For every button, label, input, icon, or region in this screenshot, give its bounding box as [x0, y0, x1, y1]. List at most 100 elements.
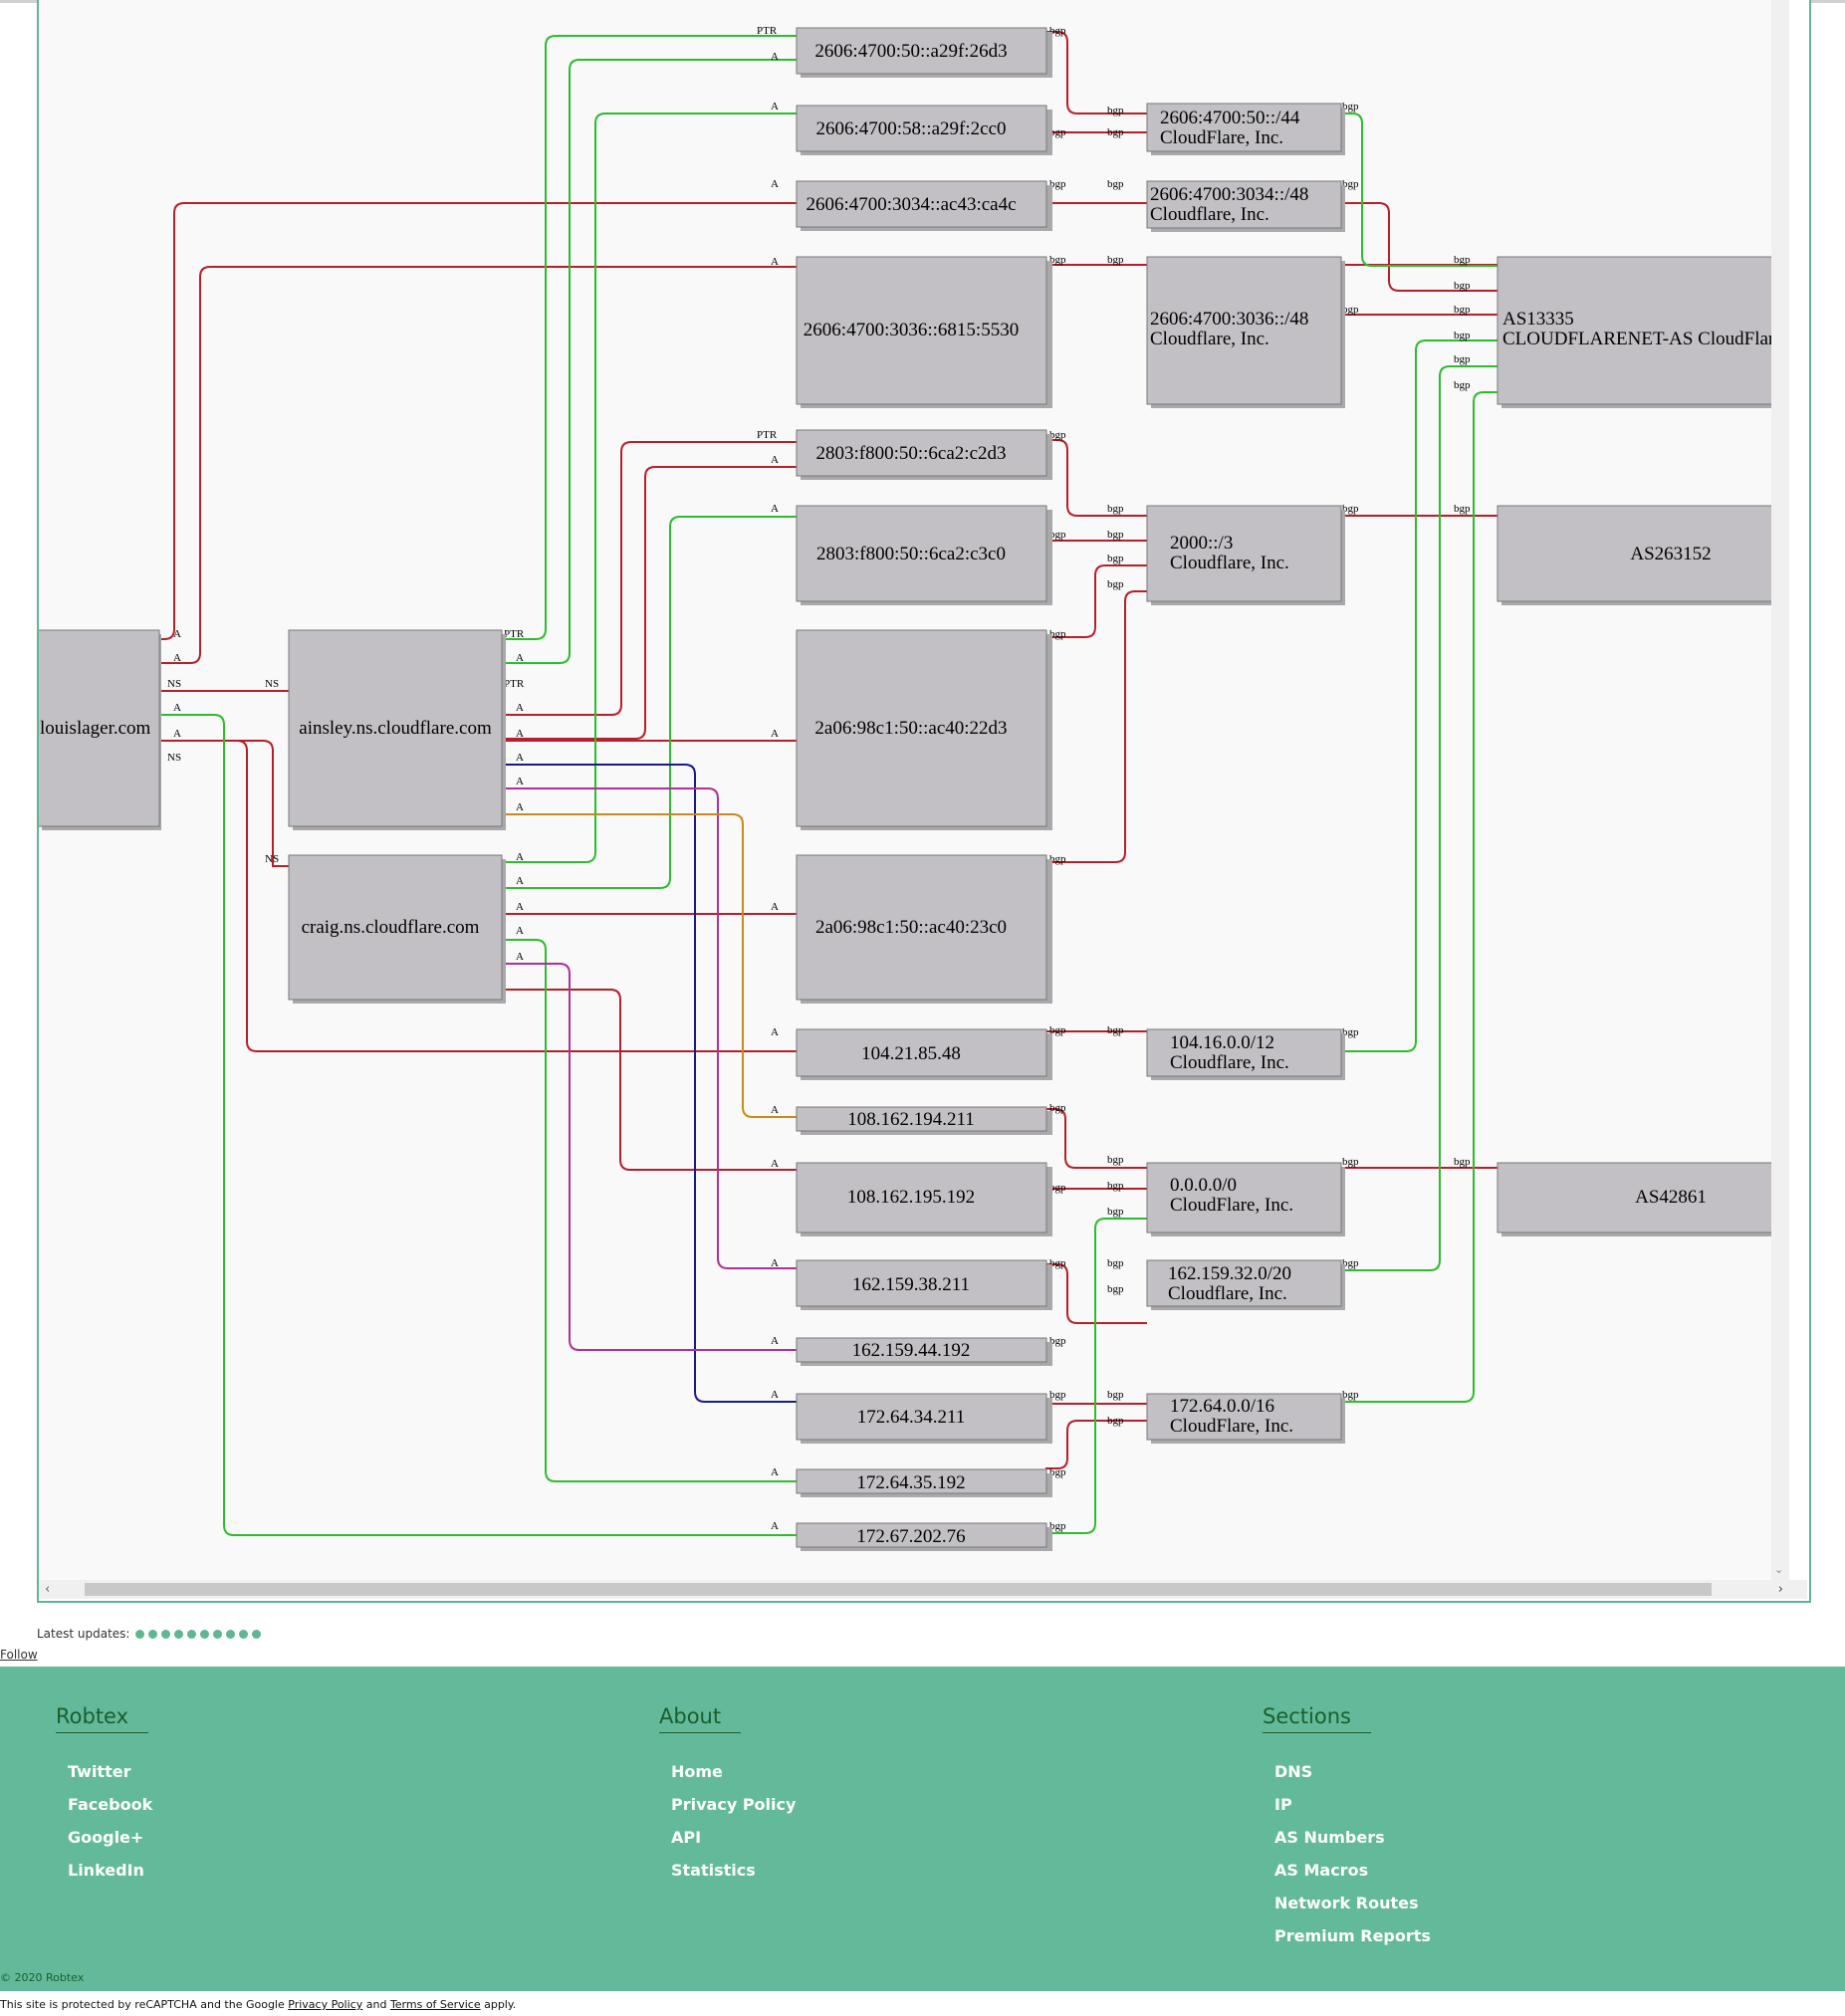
- edge: [1341, 112, 1498, 267]
- node-ip[interactable]: 2606:4700:3036::6815:5530: [796, 256, 1052, 408]
- node-ip[interactable]: 2a06:98c1:50::ac40:23c0: [796, 854, 1052, 1004]
- footer-link-twitter[interactable]: Twitter: [68, 1762, 131, 1781]
- edge-label-a: A: [516, 702, 524, 714]
- update-dot[interactable]: [200, 1629, 210, 1639]
- graph-frame: A A NS NS A A NS NS PTR A PTR A A A A A …: [37, 0, 1811, 1603]
- edge-label-a: A: [516, 901, 524, 913]
- edge-label-ns: NS: [265, 853, 279, 865]
- dns-graph: A A NS NS A A NS NS PTR A PTR A A A A A …: [39, 25, 1789, 1551]
- edge-label-bgp: bgp: [1342, 503, 1359, 515]
- edge-label-bgp: bgp: [1107, 578, 1124, 590]
- follow-link[interactable]: Follow: [0, 1648, 38, 1662]
- node-ip[interactable]: 162.159.44.192: [796, 1337, 1052, 1366]
- node-label: 2a06:98c1:50::ac40:23c0: [815, 917, 1007, 938]
- scroll-down-icon[interactable]: ⌄: [1774, 1563, 1784, 1576]
- update-dot[interactable]: [148, 1629, 158, 1639]
- edge-label-bgp: bgp: [1107, 1257, 1124, 1269]
- update-dot[interactable]: [135, 1629, 145, 1639]
- terms-link[interactable]: Terms of Service: [389, 1998, 481, 2011]
- node-ip[interactable]: 108.162.194.211: [796, 1106, 1052, 1135]
- footer-col-sections: Sections DNS IP AS Numbers AS Macros Net…: [1263, 1704, 1431, 1952]
- footer-heading: Robtex: [56, 1704, 149, 1733]
- scroll-left-icon[interactable]: ‹: [45, 1582, 51, 1597]
- node-label: CloudFlare, Inc.: [1170, 1416, 1293, 1437]
- scrollbar-thumb[interactable]: [85, 1583, 1712, 1596]
- node-ns-ainsley[interactable]: ainsley.ns.cloudflare.com: [288, 629, 506, 830]
- edge-label-bgp: bgp: [1107, 1180, 1124, 1192]
- update-dot[interactable]: [226, 1629, 236, 1639]
- footer-link-as-macros[interactable]: AS Macros: [1274, 1861, 1369, 1880]
- footer-link-googleplus[interactable]: Google+: [68, 1828, 144, 1847]
- node-ip[interactable]: 2a06:98c1:50::ac40:22d3: [796, 629, 1052, 830]
- footer-link-dns[interactable]: DNS: [1274, 1762, 1313, 1781]
- graph-viewport[interactable]: A A NS NS A A NS NS PTR A PTR A A A A A …: [39, 0, 1789, 1580]
- node-ip[interactable]: 172.64.34.211: [796, 1393, 1052, 1444]
- horizontal-scrollbar[interactable]: ‹ ›: [39, 1580, 1807, 1599]
- edge-label-a: A: [771, 51, 779, 63]
- footer-link-privacy[interactable]: Privacy Policy: [671, 1795, 797, 1814]
- edge-label-bgp: bgp: [1049, 1024, 1066, 1036]
- update-dot[interactable]: [252, 1629, 262, 1639]
- edge-label-bgp: bgp: [1107, 1389, 1124, 1401]
- node-as[interactable]: AS42861: [1497, 1162, 1789, 1236]
- node-ip[interactable]: 2606:4700:58::a29f:2cc0: [796, 105, 1052, 155]
- edge-label-bgp: bgp: [1454, 1156, 1471, 1168]
- node-label: 162.159.44.192: [852, 1340, 971, 1361]
- edge-label-a: A: [173, 702, 181, 714]
- node-ip[interactable]: 172.64.35.192: [796, 1468, 1052, 1497]
- footer-link-facebook[interactable]: Facebook: [68, 1795, 153, 1814]
- node-label: CloudFlare, Inc.: [1160, 127, 1283, 148]
- node-label: 104.21.85.48: [861, 1043, 961, 1064]
- node-label: 108.162.195.192: [847, 1187, 975, 1208]
- node-label: 2606:4700:50::/44: [1160, 108, 1300, 128]
- privacy-policy-link[interactable]: Privacy Policy: [288, 1998, 363, 2011]
- node-label: CLOUDFLARENET-AS CloudFlare: [1502, 329, 1783, 349]
- update-dot[interactable]: [187, 1629, 197, 1639]
- edge-label-a: A: [771, 901, 779, 913]
- footer-link-statistics[interactable]: Statistics: [671, 1861, 756, 1880]
- node-domain[interactable]: louislager.com: [39, 629, 161, 830]
- edge: [502, 35, 797, 640]
- edge-label-bgp: bgp: [1107, 503, 1124, 515]
- node-ip[interactable]: 172.67.202.76: [796, 1522, 1052, 1551]
- node-ns-craig[interactable]: craig.ns.cloudflare.com: [288, 854, 506, 1004]
- edge-label-bgp: bgp: [1049, 628, 1066, 640]
- node-ip[interactable]: 162.159.38.211: [796, 1259, 1052, 1310]
- node-ip[interactable]: 108.162.195.192: [796, 1162, 1052, 1236]
- footer-link-premium-reports[interactable]: Premium Reports: [1274, 1926, 1431, 1945]
- edge-label-bgp: bgp: [1342, 1257, 1359, 1269]
- update-dot[interactable]: [161, 1629, 171, 1639]
- footer-link-linkedin[interactable]: LinkedIn: [68, 1861, 144, 1880]
- node-as[interactable]: AS263152: [1497, 505, 1789, 605]
- footer-link-ip[interactable]: IP: [1274, 1795, 1292, 1814]
- edge-label-bgp: bgp: [1049, 1335, 1066, 1347]
- footer-link-as-numbers[interactable]: AS Numbers: [1274, 1828, 1385, 1847]
- footer-link-home[interactable]: Home: [671, 1762, 723, 1781]
- node-ip[interactable]: 2606:4700:3034::ac43:ca4c: [796, 180, 1052, 231]
- node-label: craig.ns.cloudflare.com: [302, 917, 480, 938]
- vertical-scrollbar[interactable]: ⌄: [1771, 0, 1789, 1580]
- footer-link-api[interactable]: API: [671, 1828, 702, 1847]
- footer-col-robtex: Robtex Twitter Facebook Google+ LinkedIn: [56, 1704, 152, 1887]
- scroll-right-icon[interactable]: ›: [1777, 1582, 1783, 1597]
- update-dot[interactable]: [239, 1629, 249, 1639]
- footer-link-network-routes[interactable]: Network Routes: [1274, 1894, 1419, 1912]
- node-ip[interactable]: 2606:4700:50::a29f:26d3: [796, 27, 1052, 78]
- edge-label-bgp: bgp: [1107, 1206, 1124, 1218]
- update-dot[interactable]: [174, 1629, 184, 1639]
- node-ip[interactable]: 104.21.85.48: [796, 1028, 1052, 1080]
- node-ip[interactable]: 2803:f800:50::6ca2:c3c0: [796, 505, 1052, 605]
- update-dot[interactable]: [213, 1629, 223, 1639]
- edge-label-bgp: bgp: [1049, 529, 1066, 541]
- edge-label-a: A: [516, 776, 524, 787]
- node-ip[interactable]: 2803:f800:50::6ca2:c2d3: [796, 429, 1052, 480]
